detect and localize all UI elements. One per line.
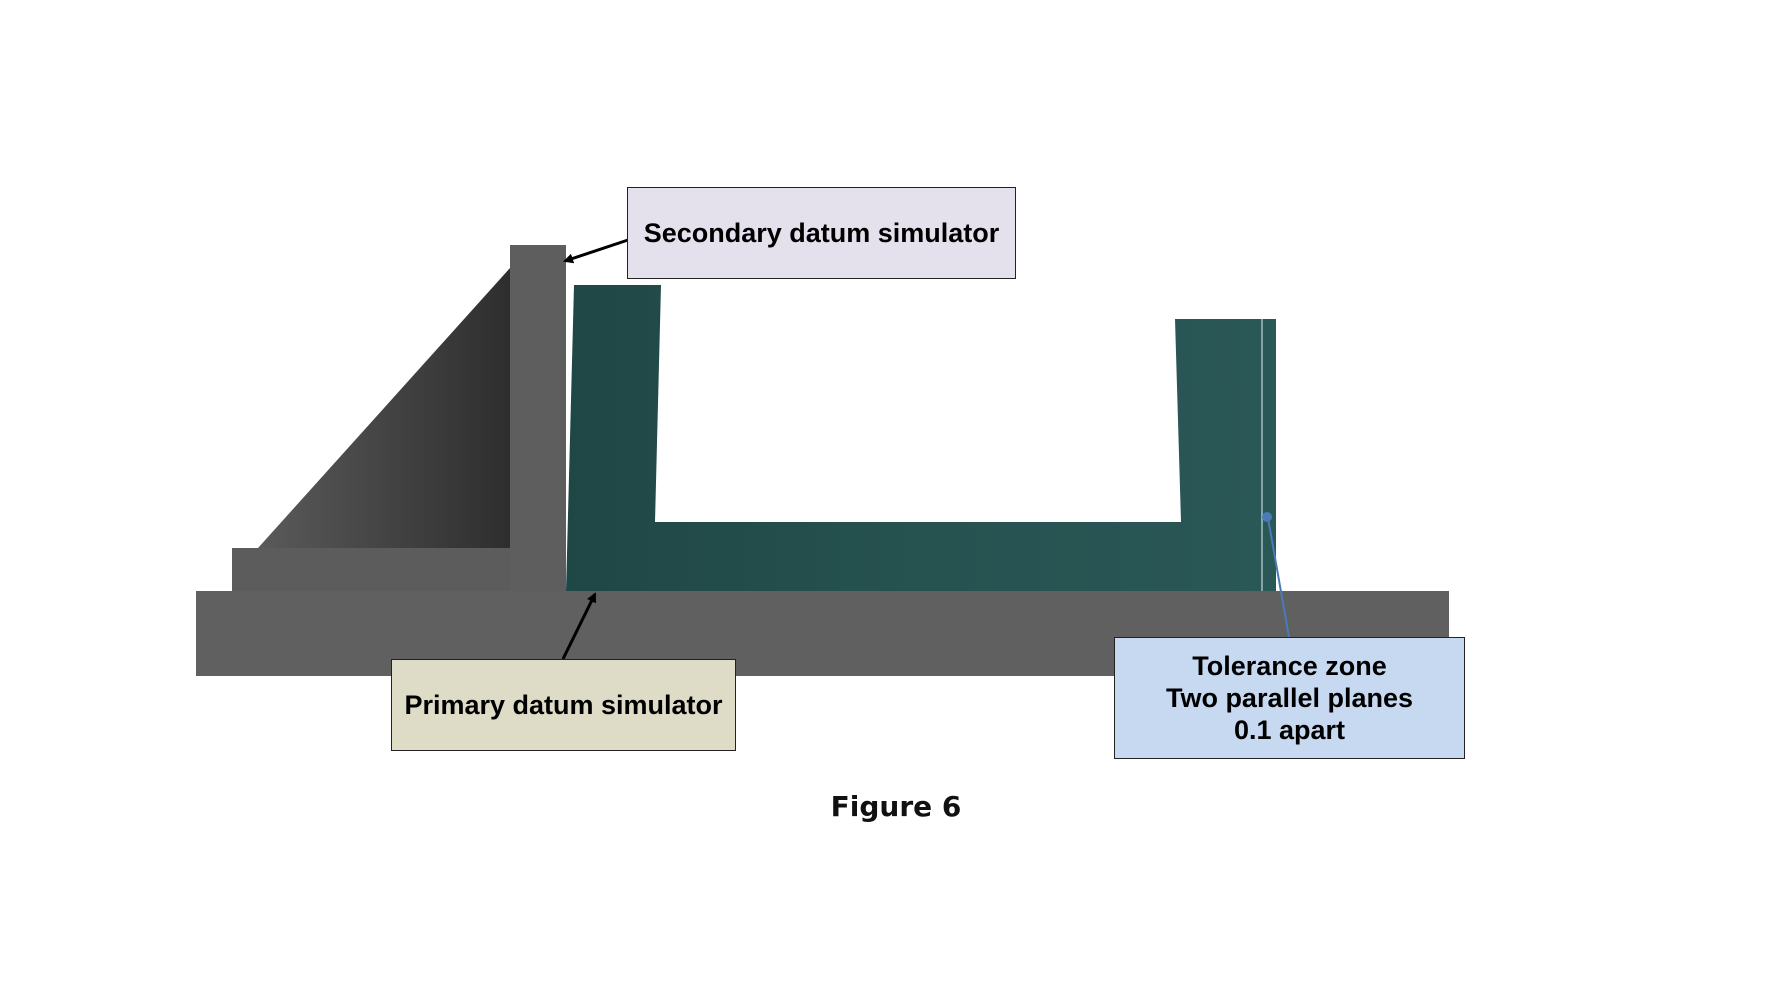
primary-leader-arrow	[561, 592, 597, 660]
tolerance-line-1: Tolerance zone	[1192, 651, 1387, 681]
secondary-datum-text: Secondary datum simulator	[643, 217, 1000, 248]
secondary-leader-arrow	[563, 238, 629, 264]
part-u-channel	[566, 285, 1276, 591]
fixture-foot	[232, 548, 562, 591]
figure-caption: Figure 6	[830, 790, 962, 823]
secondary-datum-upright	[510, 245, 566, 591]
tolerance-zone-label: Tolerance zone Two parallel planes 0.1 a…	[1114, 637, 1465, 759]
secondary-datum-label: Secondary datum simulator	[627, 187, 1016, 279]
primary-datum-label: Primary datum simulator	[391, 659, 736, 751]
fixture-gusset	[258, 268, 510, 548]
tolerance-line-2: Two parallel planes	[1165, 683, 1414, 713]
tolerance-leader-dot	[1262, 512, 1272, 522]
tolerance-leader-line	[1267, 517, 1290, 638]
tolerance-line-3: 0.1 apart	[1233, 715, 1346, 745]
primary-datum-text: Primary datum simulator	[404, 689, 723, 720]
